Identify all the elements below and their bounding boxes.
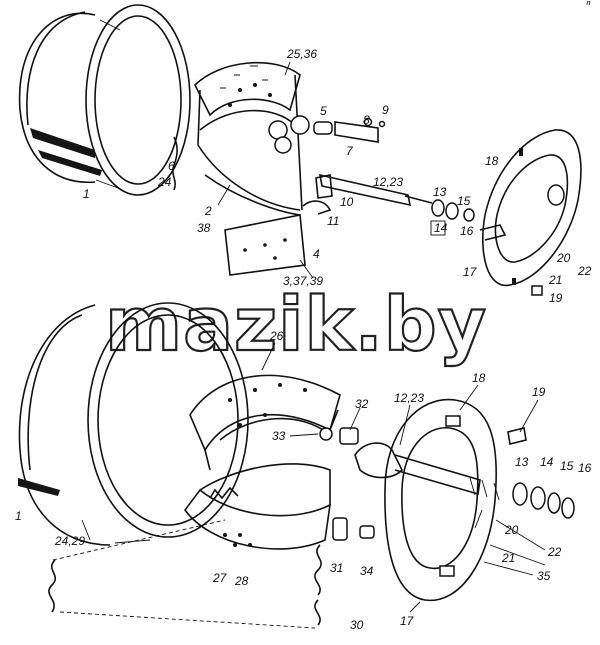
- top-camshaft: [318, 173, 475, 222]
- label-8: 8: [363, 113, 370, 127]
- watermark-text: mazik.by: [105, 282, 487, 368]
- label-35: 35: [537, 569, 551, 583]
- leader-lines: [81, 61, 546, 613]
- top-brake-shoe-lining: [194, 61, 306, 276]
- label-14-top: 14: [434, 221, 448, 235]
- label-14-box: [430, 220, 446, 236]
- label-28: 28: [234, 574, 249, 588]
- bottom-camshaft: [354, 442, 500, 501]
- label-24-top: 24: [157, 175, 172, 189]
- bottom-brake-drum: [18, 302, 249, 546]
- label-15-top: 15: [457, 194, 471, 208]
- label-24-29: 24,29: [54, 534, 85, 548]
- top-labels: 25,36 1 6 24 2 38 5 7 8 9 10 11 12,23 13…: [83, 47, 592, 305]
- label-17-bottom: 17: [400, 614, 415, 628]
- label-16-bottom: 16: [578, 461, 592, 475]
- label-1-bottom: 1: [15, 509, 22, 523]
- bottom-upper-shoe: [189, 374, 341, 471]
- label-4: 4: [313, 247, 320, 261]
- label-5: 5: [320, 104, 327, 118]
- bottom-labels: 26 32 12,23 18 19 33 13 14 15 16 1 24,29…: [15, 329, 592, 632]
- label-14-bottom: 14: [540, 455, 554, 469]
- label-32: 32: [355, 397, 369, 411]
- label-21-top: 21: [548, 273, 562, 287]
- top-wire-clip: [172, 136, 332, 215]
- label-22-bottom: 22: [547, 545, 562, 559]
- label-6: 6: [168, 159, 175, 173]
- top-brake-drum: [18, 4, 191, 196]
- label-33: 33: [272, 429, 286, 443]
- label-16-top: 16: [460, 224, 474, 238]
- label-12-23-bottom: 12,23: [394, 391, 424, 405]
- label-7: 7: [346, 144, 354, 158]
- label-31: 31: [330, 561, 343, 575]
- label-11: 11: [327, 214, 339, 228]
- label-1-top: 1: [83, 187, 90, 201]
- label-15-bottom: 15: [560, 459, 574, 473]
- label-30: 30: [350, 618, 364, 632]
- bottom-springs: [48, 519, 322, 629]
- label-21-bottom: 21: [501, 551, 515, 565]
- label-17-top: 17: [463, 265, 478, 279]
- label-22-top: 22: [577, 264, 592, 278]
- label-12-23-top: 12,23: [373, 175, 403, 189]
- label-18-top: 18: [485, 154, 499, 168]
- label-20-bottom: 20: [504, 523, 519, 537]
- bottom-backing-plate: [384, 398, 527, 602]
- label-3-37-39: 3,37,39: [283, 274, 323, 288]
- label-10: 10: [340, 195, 354, 209]
- label-2: 2: [204, 204, 212, 218]
- label-26: 26: [269, 329, 284, 343]
- bottom-washers: [512, 482, 575, 519]
- label-9: 9: [382, 103, 389, 117]
- label-19-bottom: 19: [532, 385, 546, 399]
- top-backing-plate: [479, 129, 582, 296]
- label-19-top: 19: [549, 291, 563, 305]
- label-13-bottom: 13: [515, 455, 529, 469]
- label-27: 27: [212, 571, 228, 585]
- label-18-bottom: 18: [472, 371, 486, 385]
- bottom-bushings: [319, 427, 375, 541]
- label-20-top: 20: [556, 251, 571, 265]
- bottom-lower-shoe: [184, 463, 332, 550]
- label-38: 38: [197, 221, 211, 235]
- label-25-36: 25,36: [286, 47, 317, 61]
- label-13-top: 13: [433, 185, 447, 199]
- corner-mark: ⁿ: [586, 0, 591, 11]
- label-34: 34: [360, 564, 374, 578]
